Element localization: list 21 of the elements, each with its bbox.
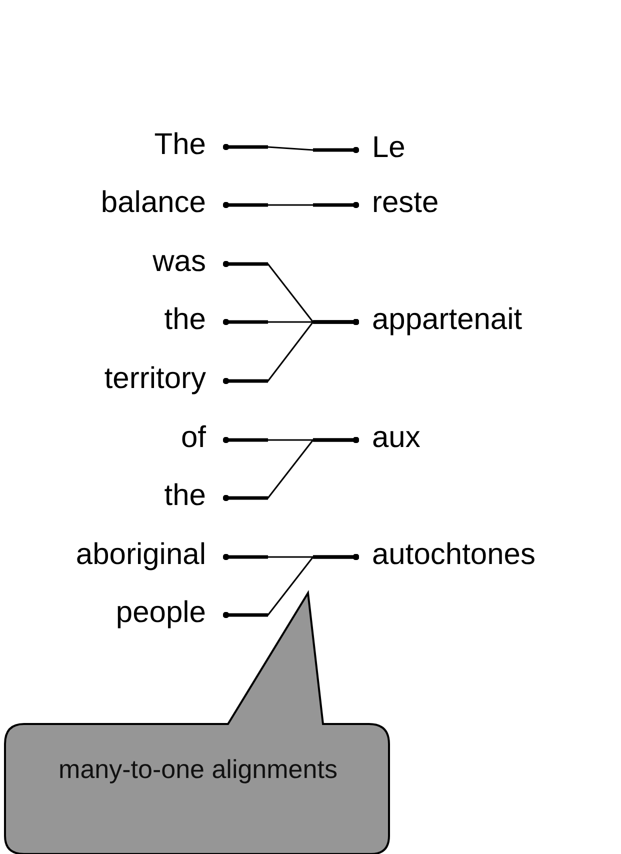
- alignment-link: [222, 318, 360, 384]
- word: of: [180, 420, 224, 456]
- word: reste: [360, 185, 439, 221]
- alignment-link: [222, 436, 360, 502]
- word: The: [154, 127, 224, 163]
- word: the: [164, 302, 224, 338]
- word: the: [164, 478, 224, 514]
- alignment-link: [222, 554, 360, 618]
- callout-text: many-to-one alignments: [58, 753, 338, 786]
- alignment-link: [222, 202, 360, 208]
- alignment-link: [222, 144, 360, 154]
- callout-bubble: [3, 588, 393, 854]
- word: aboriginal: [76, 537, 224, 573]
- word: autochtones: [360, 537, 536, 573]
- word: balance: [100, 185, 224, 221]
- word: aux: [360, 420, 420, 456]
- word: appartenait: [360, 302, 522, 338]
- word: was: [152, 244, 224, 280]
- word: Le: [360, 130, 406, 166]
- word: people: [116, 595, 224, 631]
- word: territory: [104, 361, 224, 397]
